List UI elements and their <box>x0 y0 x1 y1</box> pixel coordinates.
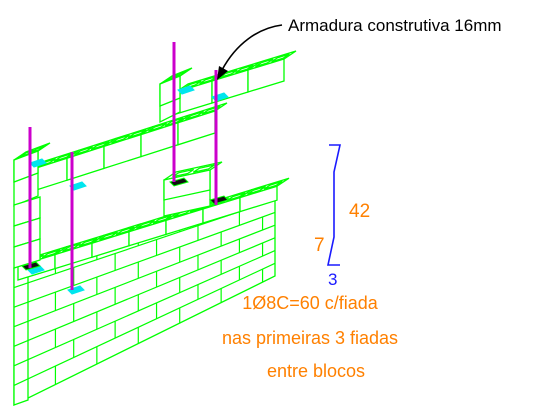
block-cell <box>30 145 45 154</box>
block-cell <box>254 58 274 68</box>
upper-back-block-face <box>247 58 285 93</box>
callout-arrowhead <box>217 66 228 80</box>
note-line-2: nas primeiras 3 fiadas <box>222 328 398 348</box>
block-cell <box>185 110 205 121</box>
note-line-1: 1Ø8C=60 c/fiada <box>242 293 379 313</box>
block-cell <box>235 64 254 74</box>
block-cell <box>271 53 290 63</box>
block-cell <box>74 146 94 156</box>
lower-top-block-face <box>239 185 278 213</box>
dimension-line <box>327 144 341 266</box>
grout-fill <box>177 85 195 95</box>
block-cell <box>127 129 147 139</box>
block-cell <box>111 134 131 144</box>
course-line <box>13 250 276 367</box>
dimension-top-value: 42 <box>349 201 370 222</box>
block-cell <box>152 214 172 224</box>
block-cell <box>201 105 221 115</box>
grout-fill <box>67 285 85 295</box>
course-line <box>13 237 276 347</box>
block-cell <box>136 220 156 230</box>
course-line <box>13 262 276 386</box>
block-cell <box>41 249 61 259</box>
note-line-3: entre blocos <box>267 361 365 381</box>
block-cell <box>192 164 215 173</box>
course-line <box>13 224 276 328</box>
block-cell <box>218 69 238 79</box>
block-wall <box>13 50 297 407</box>
block-cell <box>78 237 98 247</box>
rebar-group <box>28 42 218 290</box>
block-cell <box>182 80 202 90</box>
course-line <box>13 211 276 308</box>
block-cell <box>263 180 283 190</box>
block-cell <box>99 231 119 241</box>
block-cell <box>90 140 110 151</box>
block-cell <box>148 122 168 132</box>
dimension-middle-value: 7 <box>314 235 325 256</box>
block-cell <box>226 192 246 202</box>
block-cell <box>19 149 35 158</box>
callout-label: Armadura construtiva 16mm <box>288 16 502 35</box>
block-cell <box>115 226 135 236</box>
block-cell <box>172 168 195 178</box>
block-cell <box>247 185 267 195</box>
block-cell <box>174 70 188 79</box>
callout-leader-arrow <box>221 24 283 71</box>
dimension-bottom-value: 3 <box>328 270 337 289</box>
grout-fill <box>29 158 47 168</box>
wall-front-face <box>13 186 276 407</box>
filled-cell <box>169 177 189 187</box>
